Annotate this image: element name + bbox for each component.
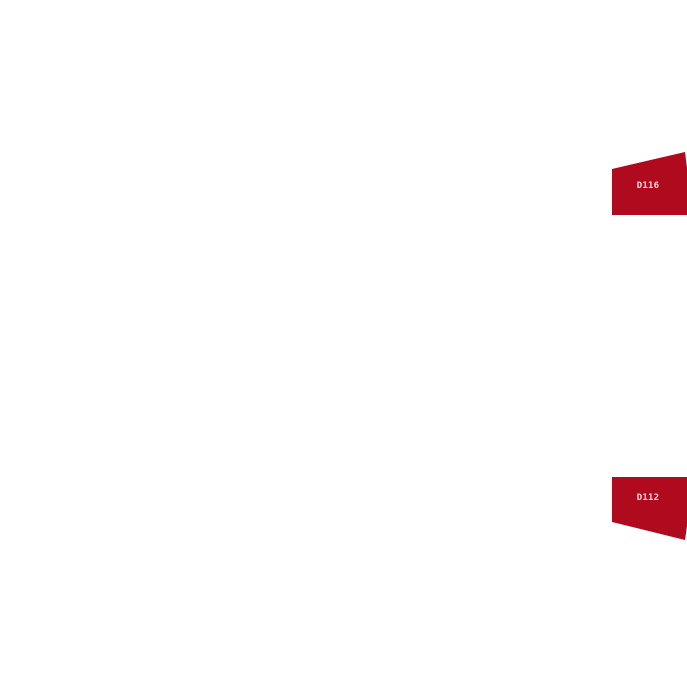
room-d116-shape[interactable] (612, 152, 687, 215)
room-d112-shape[interactable] (612, 477, 687, 540)
